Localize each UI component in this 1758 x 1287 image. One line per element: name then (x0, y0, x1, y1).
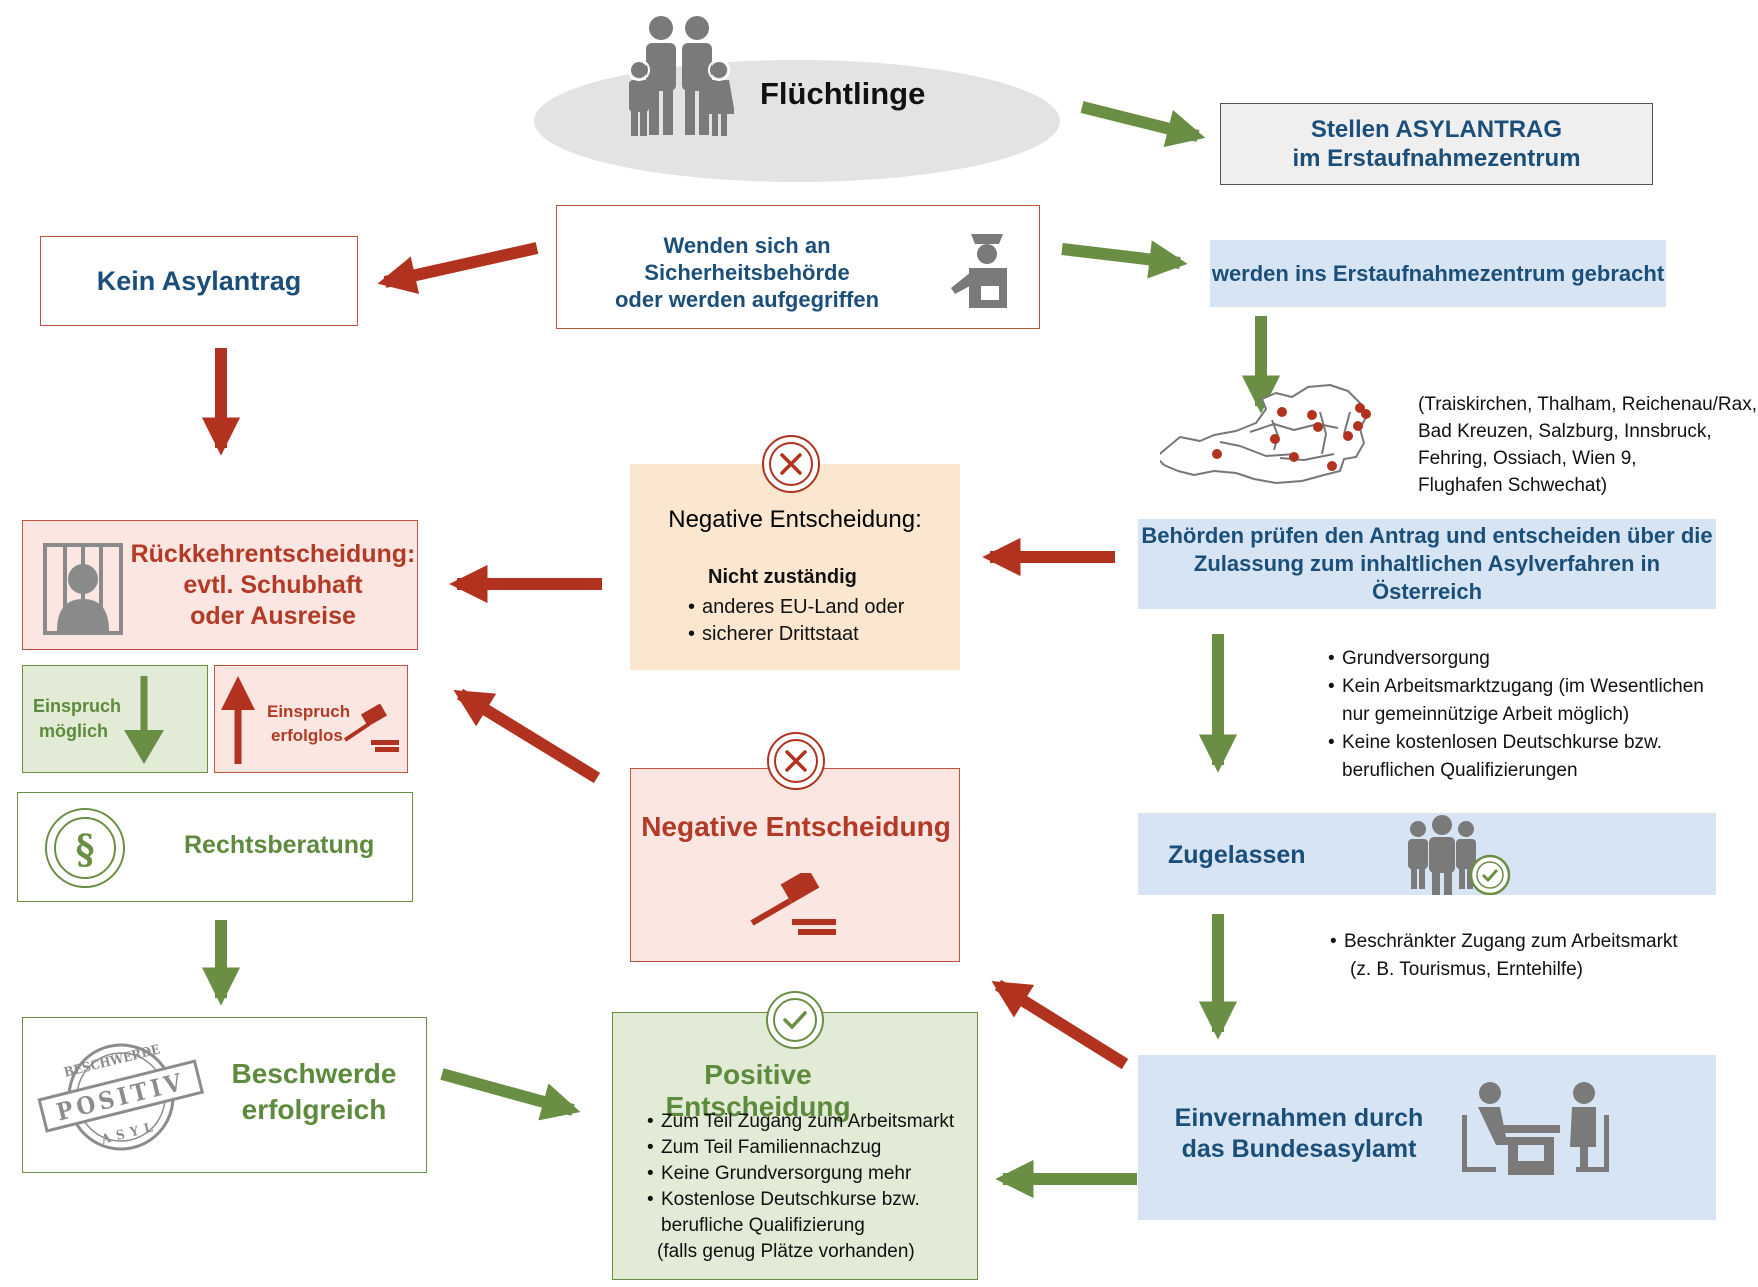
asylantrag-line2: im Erstaufnahmezentrum (1292, 145, 1581, 172)
negativ1-box: Negative Entscheidung: Nicht zuständig a… (630, 464, 960, 670)
sicherheit-line1: Wenden sich an Sicherheitsbehörde (644, 233, 850, 285)
rechtsberatung-label: Rechtsberatung (184, 831, 375, 859)
austria-map-icon (1160, 384, 1371, 484)
rueckkehr-line1: Rückkehrentscheidung: (130, 540, 416, 568)
rueckkehr-line3: oder Ausreise (190, 602, 356, 630)
positiv-list: Zum Teil Zugang zum Arbeitsmarkt Zum Tei… (647, 1109, 954, 1239)
rueckkehr-box: Rückkehrentscheidung: evtl. Schubhaft od… (22, 520, 418, 650)
positiv-title: Positive Entscheidung (665, 1059, 851, 1122)
stamp-bottom-text: ASYL (99, 1119, 160, 1148)
beschwerde-line1: Beschwerde (231, 1058, 397, 1089)
police-officer-icon (951, 234, 1007, 308)
interview-icon (1462, 1082, 1609, 1175)
beschwerde-box: BESCHWERDE POSITIV ASYL Beschwerde erfol… (22, 1017, 427, 1173)
list-item: Keine kostenlosen Deutschkurse bzw.beruf… (1328, 729, 1704, 785)
negativ2-title: Negative Entscheidung (641, 811, 951, 842)
rechtsberatung-box: § Rechtsberatung (17, 792, 413, 902)
positiv-note: (falls genug Plätze vorhanden) (657, 1241, 915, 1262)
list-item: Zum Teil Familiennachzug (647, 1135, 954, 1161)
zugelassen-box: Zugelassen (1138, 813, 1716, 895)
list-item: Kostenlose Deutschkurse bzw.berufliche Q… (647, 1187, 954, 1239)
list-item: Zum Teil Zugang zum Arbeitsmarkt (647, 1109, 954, 1135)
x-circle-icon (767, 732, 825, 790)
kein-antrag-box: Kein Asylantrag (40, 236, 358, 326)
group-check-icon (1408, 815, 1511, 895)
arrow-einvernahmen-to-negativ2 (991, 979, 1129, 1070)
orte-line: Bad Kreuzen, Salzburg, Innsbruck, (1418, 421, 1712, 442)
list-item: sicherer Drittstaat (688, 621, 904, 648)
einvernahmen-line2: das Bundesasylamt (1181, 1135, 1417, 1163)
beschwerde-line2: erfolgreich (241, 1094, 387, 1125)
gebracht-label: werden ins Erstaufnahmezentrum gebracht (1211, 260, 1665, 286)
orte-line: (Traiskirchen, Thalham, Reichenau/Rax, (1418, 394, 1757, 415)
list-item: Kein Arbeitsmarktzugang (im Wesentlichen… (1328, 673, 1704, 729)
einspruch-erfolglos-line2: erfolglos (271, 726, 343, 745)
sicherheit-box: Wenden sich an Sicherheitsbehörde oder w… (556, 205, 1040, 329)
gavel-icon (343, 704, 399, 752)
fluechtlinge-label: Flüchtlinge (760, 76, 926, 111)
einspruch-moeglich-line2: möglich (39, 721, 109, 741)
einspruch-erfolglos-line1: Einspruch (267, 702, 351, 721)
detained-person-icon (43, 543, 123, 635)
negativ1-list: anderes EU-Land oder sicherer Drittstaat (688, 594, 904, 648)
negativ1-subtitle: Nicht zuständig (708, 566, 857, 588)
positiv-box: Positive Entscheidung Zum Teil Zugang zu… (612, 1012, 978, 1280)
einspruch-moeglich-line1: Einspruch (33, 696, 122, 716)
orte-line: Flughafen Schwechat) (1418, 475, 1608, 496)
list-item: Grundversorgung (1328, 645, 1704, 673)
beschraenkt-list: Beschränkter Zugang zum Arbeitsmarkt(z. … (1330, 928, 1678, 984)
einvernahmen-line1: Einvernahmen durch (1174, 1104, 1424, 1132)
pruefen-box: Behörden prüfen den Antrag und entscheid… (1138, 519, 1716, 609)
einvernahmen-box: Einvernahmen durch das Bundesasylamt (1138, 1055, 1716, 1220)
pruefen-line1: Behörden prüfen den Antrag und entscheid… (1141, 523, 1713, 548)
einspruch-moeglich-box: Einspruch möglich (22, 665, 208, 773)
svg-text:§: § (76, 826, 95, 873)
negativ1-title: Negative Entscheidung: (668, 506, 922, 533)
list-item: anderes EU-Land oder (688, 594, 904, 621)
list-item: Beschränkter Zugang zum Arbeitsmarkt(z. … (1330, 928, 1678, 984)
fluechtlinge-ellipse (534, 60, 1060, 182)
paragraph-icon: § (45, 808, 125, 888)
einspruch-erfolglos-box: Einspruch erfolglos (214, 665, 408, 773)
x-circle-icon (762, 435, 820, 493)
sicherheit-line2: oder werden aufgegriffen (614, 287, 880, 312)
arrow-to-kein-antrag (377, 242, 539, 295)
kein-antrag-label: Kein Asylantrag (96, 265, 302, 296)
gebracht-box: werden ins Erstaufnahmezentrum gebracht (1210, 240, 1666, 307)
negativ2-box: Negative Entscheidung (630, 768, 960, 962)
down-arrow-icon (124, 676, 164, 764)
list-item: Keine Grundversorgung mehr (647, 1161, 954, 1187)
arrow-to-asylantrag (1080, 101, 1206, 148)
pruefen-line2: Zulassung zum inhaltlichen Asylverfahren… (1193, 551, 1661, 604)
orte-line: Fehring, Ossiach, Wien 9, (1418, 448, 1637, 469)
orte-text: (Traiskirchen, Thalham, Reichenau/Rax, B… (1418, 391, 1757, 499)
asylantrag-box: Stellen ASYLANTRAG im Erstaufnahmezentru… (1220, 103, 1653, 185)
arrow-to-gebracht (1061, 240, 1188, 279)
asylantrag-line1: Stellen ASYLANTRAG (1310, 116, 1563, 143)
arrow-beschwerde-to-positiv (440, 1068, 581, 1121)
check-circle-icon (766, 991, 824, 1049)
arrow-negativ2-to-rueckkehr (453, 688, 601, 784)
zugelassen-label: Zugelassen (1168, 841, 1306, 869)
gavel-icon (750, 873, 836, 935)
up-arrow-icon (221, 676, 255, 764)
family-icon (628, 16, 734, 136)
rueckkehr-line2: evtl. Schubhaft (183, 571, 363, 599)
positiv-stamp-icon: BESCHWERDE POSITIV ASYL (37, 1042, 205, 1151)
grundversorgung-list: Grundversorgung Kein Arbeitsmarktzugang … (1328, 645, 1704, 785)
